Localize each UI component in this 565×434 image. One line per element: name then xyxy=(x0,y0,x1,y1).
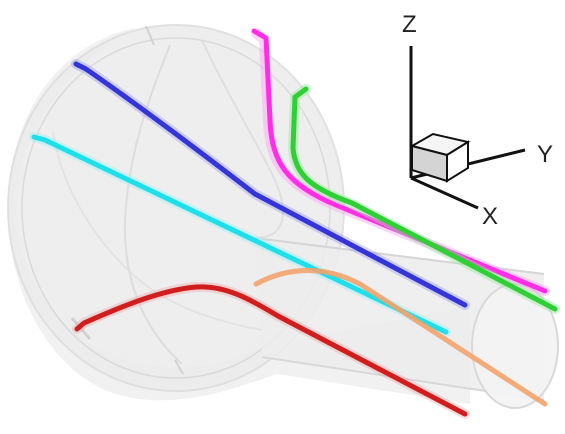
red-streamline xyxy=(74,284,468,417)
green-streamline xyxy=(290,86,558,312)
coordinate-axes-triad: Z Y X xyxy=(402,11,553,230)
x-axis-line xyxy=(410,176,479,210)
cyan-streamline xyxy=(31,134,449,335)
orange-streamline xyxy=(253,268,548,407)
magenta-streamline xyxy=(251,28,548,294)
y-axis-label: Y xyxy=(537,141,553,168)
x-axis-label: X xyxy=(482,203,498,230)
z-axis-label: Z xyxy=(402,11,417,38)
blue-streamline xyxy=(73,61,468,308)
streamlines xyxy=(29,28,560,419)
translucent-funnel-shell xyxy=(7,24,559,409)
view-cube-icon xyxy=(409,132,471,183)
